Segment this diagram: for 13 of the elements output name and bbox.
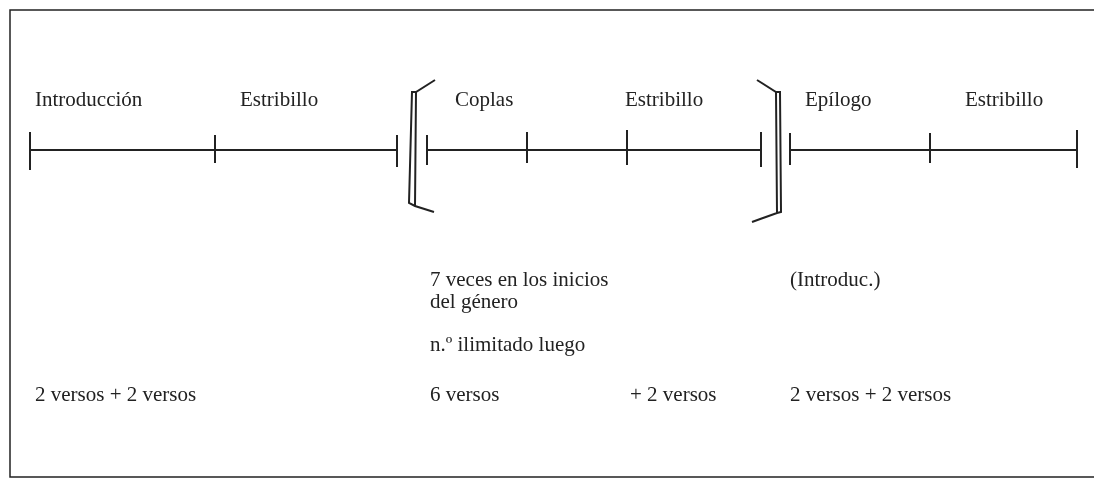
section-label: Estribillo — [240, 88, 319, 110]
verse-count: 2 versos + 2 versos — [790, 383, 952, 405]
section-label: Introducción — [35, 88, 143, 110]
section-label: Estribillo — [965, 88, 1044, 110]
section-label: Coplas — [455, 88, 514, 110]
verse-count: + 2 versos — [630, 383, 717, 405]
note-text: 7 veces en los inicios del género — [430, 268, 610, 312]
section-label: Estribillo — [625, 88, 704, 110]
note-text: n.º ilimitado luego — [430, 333, 586, 355]
note-text: (Introduc.) — [790, 268, 881, 290]
section-label: Epílogo — [805, 88, 872, 110]
verse-count: 6 versos — [430, 383, 500, 405]
verse-count: 2 versos + 2 versos — [35, 383, 197, 405]
